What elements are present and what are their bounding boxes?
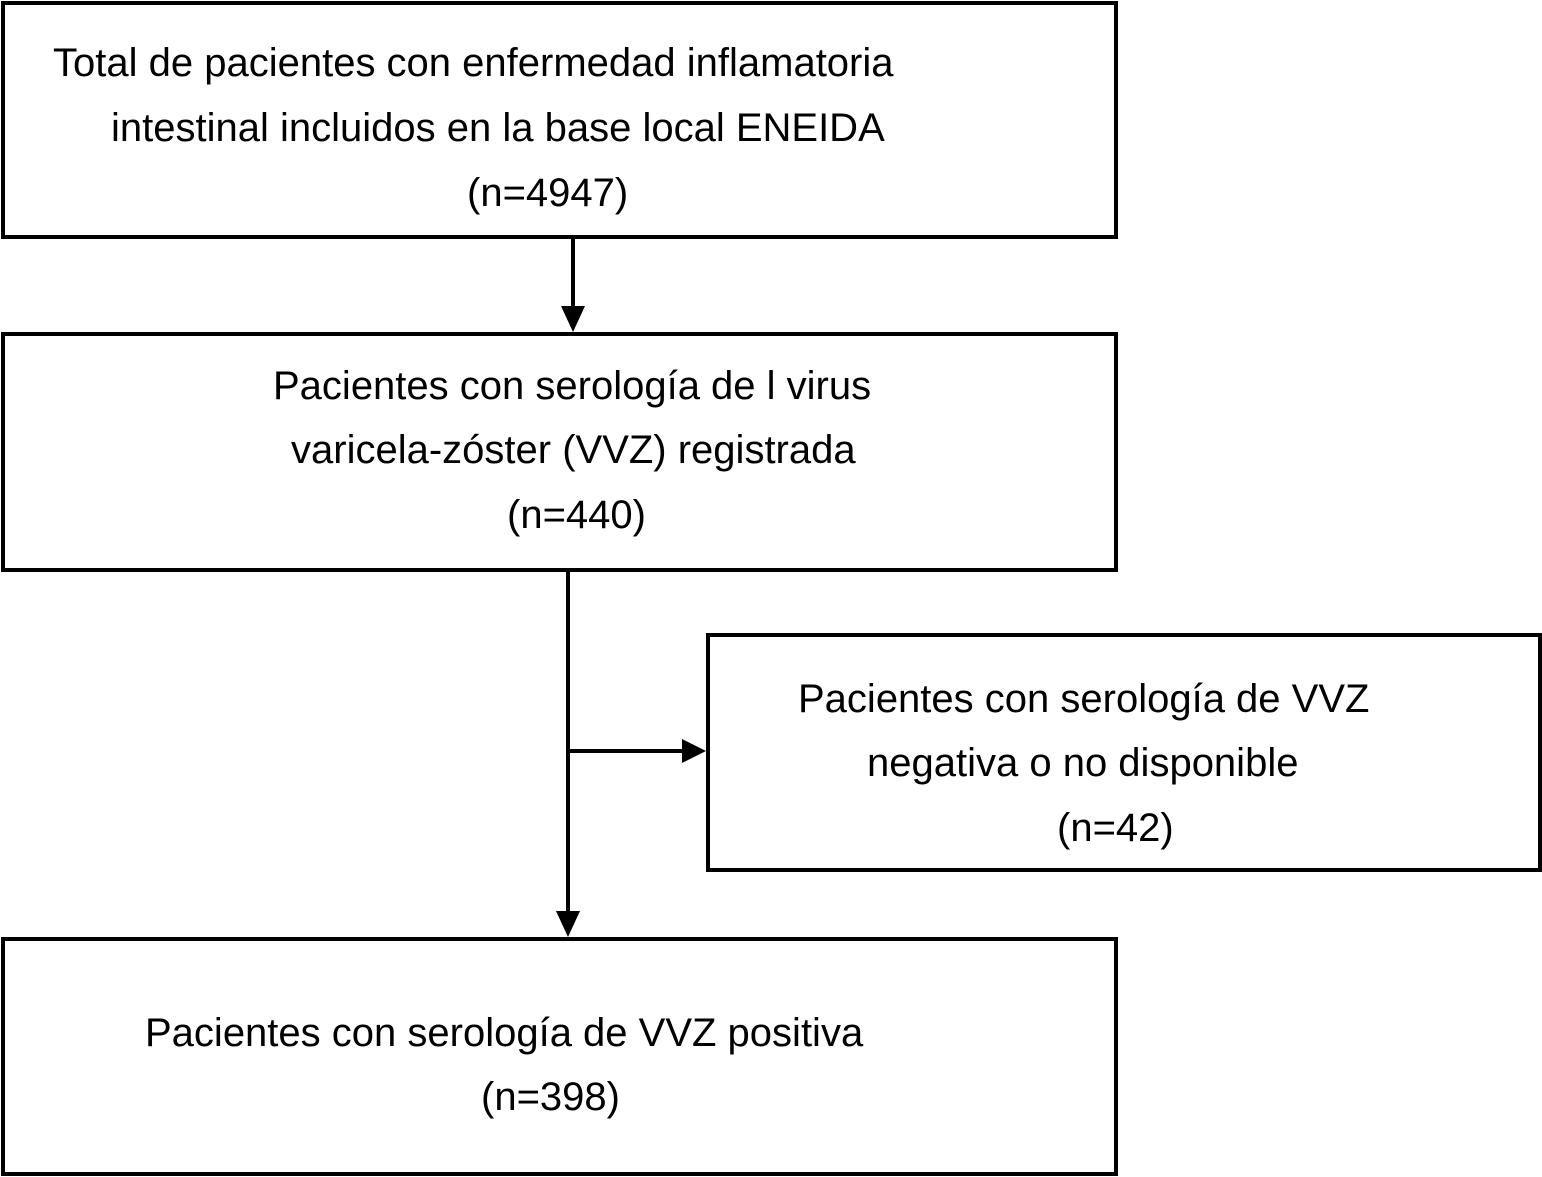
- box-count: (n=42): [1057, 806, 1174, 850]
- box-text-line: Total de pacientes con enfermedad inflam…: [53, 41, 894, 85]
- box-text-line: negativa o no disponible: [867, 741, 1299, 785]
- box-count: (n=398): [481, 1075, 620, 1119]
- flow-box-serology-negative: Pacientes con serología de VVZ negativa …: [706, 633, 1542, 872]
- arrowhead-down-icon: [556, 911, 580, 937]
- box-count: (n=4947): [467, 171, 629, 215]
- box-text-line: Pacientes con serología de VVZ: [798, 677, 1370, 721]
- box-text-line: Pacientes con serología de l virus: [273, 364, 872, 408]
- flow-box-serology-positive: Pacientes con serología de VVZ positiva …: [1, 937, 1118, 1176]
- box-text-line: Pacientes con serología de VVZ positiva: [145, 1011, 864, 1055]
- box-text-line: intestinal incluidos en la base local EN…: [111, 106, 885, 150]
- arrowhead-down-icon: [561, 306, 585, 332]
- box-count: (n=440): [507, 493, 646, 537]
- box-text-line: varicela-zóster (VVZ) registrada: [291, 428, 856, 472]
- arrowhead-right-icon: [682, 739, 706, 763]
- flow-box-total-patients: Total de pacientes con enfermedad inflam…: [1, 1, 1118, 239]
- flow-box-serology-registered: Pacientes con serología de l virus varic…: [1, 332, 1118, 572]
